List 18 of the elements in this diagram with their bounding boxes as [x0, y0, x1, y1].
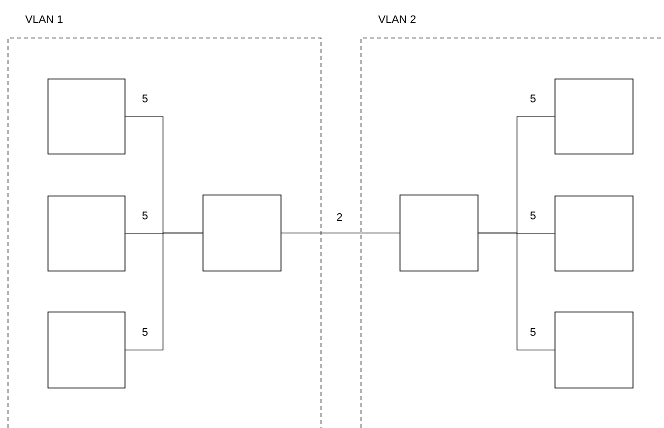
device-box [554, 78, 634, 154]
connection-line [281, 232, 400, 234]
edge-label: 5 [530, 328, 536, 336]
edge-label: 5 [530, 94, 536, 102]
edge-label: 5 [530, 212, 536, 220]
edge-label: 2 [337, 213, 342, 221]
device-box [554, 196, 634, 272]
device-box [48, 78, 126, 154]
edge-label: 5 [142, 94, 148, 102]
edge-label: 5 [142, 328, 148, 336]
connection-line [478, 232, 555, 350]
connection-line [125, 232, 203, 350]
device-box [554, 312, 634, 388]
device-box [48, 312, 126, 388]
device-box [400, 194, 478, 272]
device-box [202, 194, 282, 272]
edge-label: 5 [142, 212, 148, 220]
device-box [48, 196, 126, 272]
